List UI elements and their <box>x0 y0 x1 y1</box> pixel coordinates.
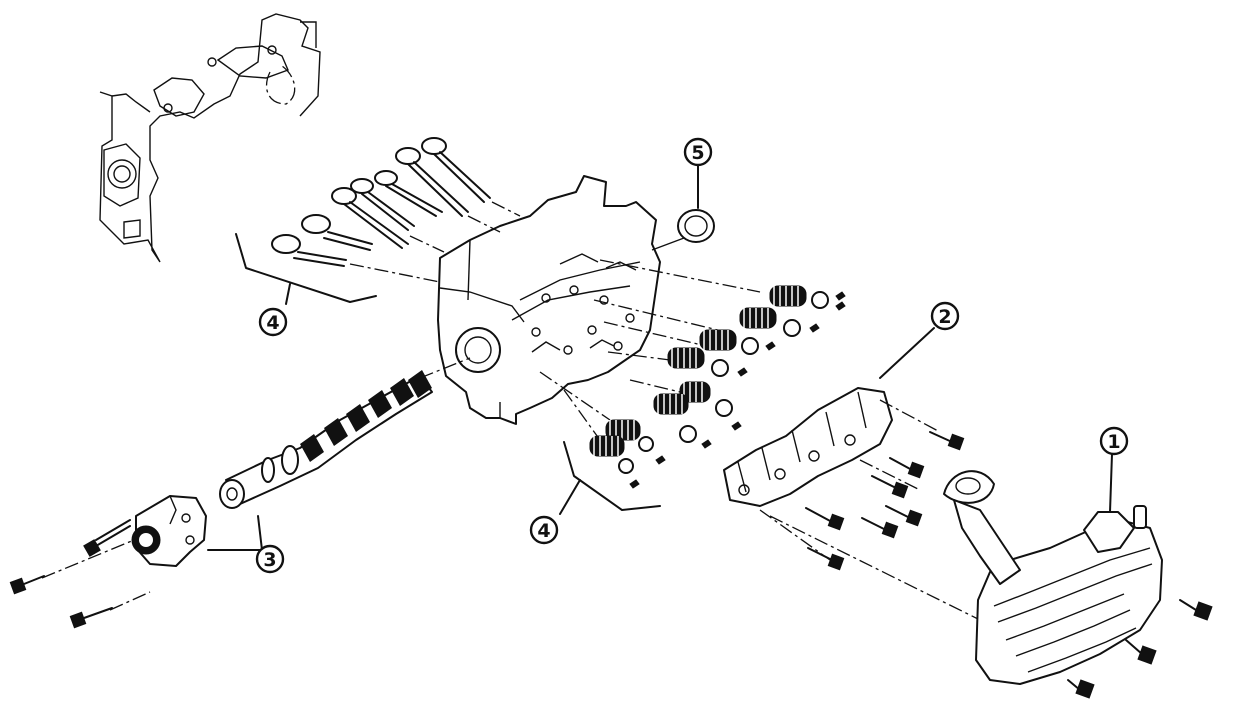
callout-2-label: 2 <box>938 306 951 328</box>
callout-4-bottom-label: 4 <box>537 520 550 542</box>
callout-1-label: 1 <box>1107 431 1120 453</box>
callout-3-label: 3 <box>263 549 276 571</box>
rocker-assembly <box>723 387 981 621</box>
bolts-left <box>9 539 151 629</box>
valves <box>271 137 521 283</box>
leader-lines <box>207 165 1113 551</box>
bolts-right <box>805 431 965 571</box>
callout-4-bottom: 4 <box>529 515 559 545</box>
oil-seal <box>651 209 715 251</box>
callout-2: 2 <box>930 301 960 331</box>
callout-5-label: 5 <box>691 142 704 164</box>
callout-3: 3 <box>255 544 285 574</box>
callout-4-top: 4 <box>258 307 288 337</box>
callout-5: 5 <box>683 137 713 167</box>
valve-springs <box>539 259 846 489</box>
cylinder-head <box>437 175 661 425</box>
camshaft <box>219 357 471 509</box>
callout-4-top-label: 4 <box>266 312 279 334</box>
bolts-far-right <box>1067 599 1213 699</box>
camshaft-cap <box>83 495 207 567</box>
callout-1: 1 <box>1099 426 1129 456</box>
engine-block-outline <box>99 13 321 263</box>
valve-cover <box>943 470 1163 685</box>
